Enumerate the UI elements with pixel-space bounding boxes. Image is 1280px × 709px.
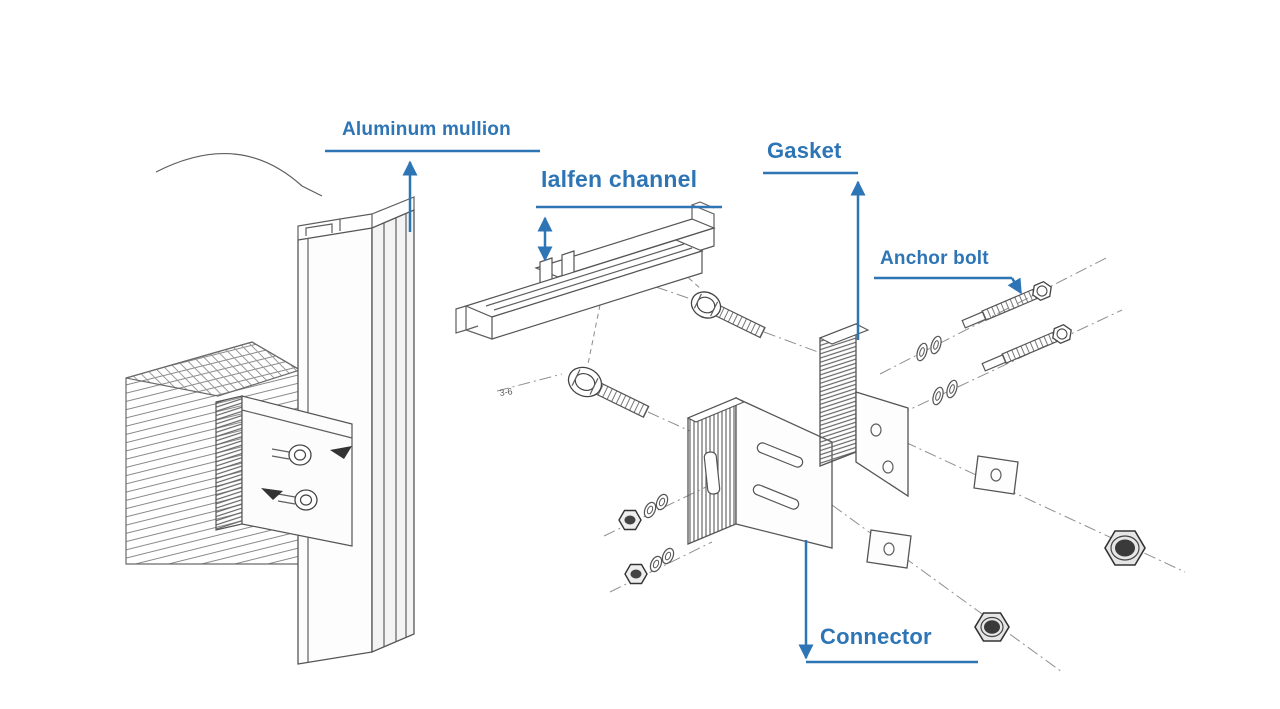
washer-icon	[649, 555, 663, 573]
washer-icon	[661, 547, 675, 565]
halfen-channel-drawing	[455, 201, 716, 340]
bracket-plate	[241, 395, 353, 547]
anchor-bolt-arrow	[1007, 277, 1023, 295]
aluminum-mullion-label: Aluminum mullion	[342, 119, 511, 140]
t-bolt-1	[567, 366, 650, 419]
anchor-washers	[916, 335, 958, 406]
square-washer-plate-1	[973, 455, 1019, 495]
nut-washer-stack-1	[618, 493, 669, 531]
gasket-drawing	[818, 323, 909, 498]
bracket-bolt-1	[271, 444, 352, 466]
washer-icon	[930, 335, 942, 355]
anchor-bolt-label: Anchor bolt	[880, 248, 989, 269]
gasket-serrated-face	[819, 323, 857, 467]
exploded-view-drawing: 3-6	[455, 201, 1146, 642]
small-arrow-icon	[261, 488, 283, 500]
left-assembly-drawing	[125, 153, 415, 665]
connector-slot-2	[752, 484, 800, 510]
wall-sketch-line	[155, 153, 323, 197]
connector-label: Connector	[820, 624, 932, 649]
anchor-bolt-2-drawing	[981, 323, 1072, 372]
gasket-label: Gasket	[767, 138, 842, 163]
channel-end-profile	[455, 305, 493, 340]
connector-slot-front	[703, 451, 721, 495]
washer-icon	[932, 386, 944, 406]
bracket-bolt-2	[261, 488, 318, 511]
connector-drawing	[686, 396, 833, 549]
small-arrow-icon	[330, 446, 352, 459]
washer-icon	[643, 501, 657, 519]
washer-icon	[916, 342, 928, 362]
hex-nut-small	[974, 612, 1010, 642]
bracket-serrated-strip	[215, 395, 243, 531]
nut-washer-stack-2	[624, 547, 675, 585]
t-bolt-2	[690, 291, 766, 339]
ialfen-channel-label: Ialfen channel	[541, 166, 698, 192]
washer-icon	[655, 493, 669, 511]
annotation-leaders	[325, 149, 1023, 664]
square-washer-plate-2	[866, 529, 912, 569]
washer-icon	[946, 379, 958, 399]
hex-nut-large	[1104, 530, 1146, 566]
axis-lines	[496, 256, 1186, 673]
anchor-bolt-1-drawing	[961, 280, 1052, 329]
connector-slot-1	[756, 442, 804, 468]
dimension-note: 3-6	[499, 386, 513, 398]
bracket-drawing	[215, 395, 353, 547]
